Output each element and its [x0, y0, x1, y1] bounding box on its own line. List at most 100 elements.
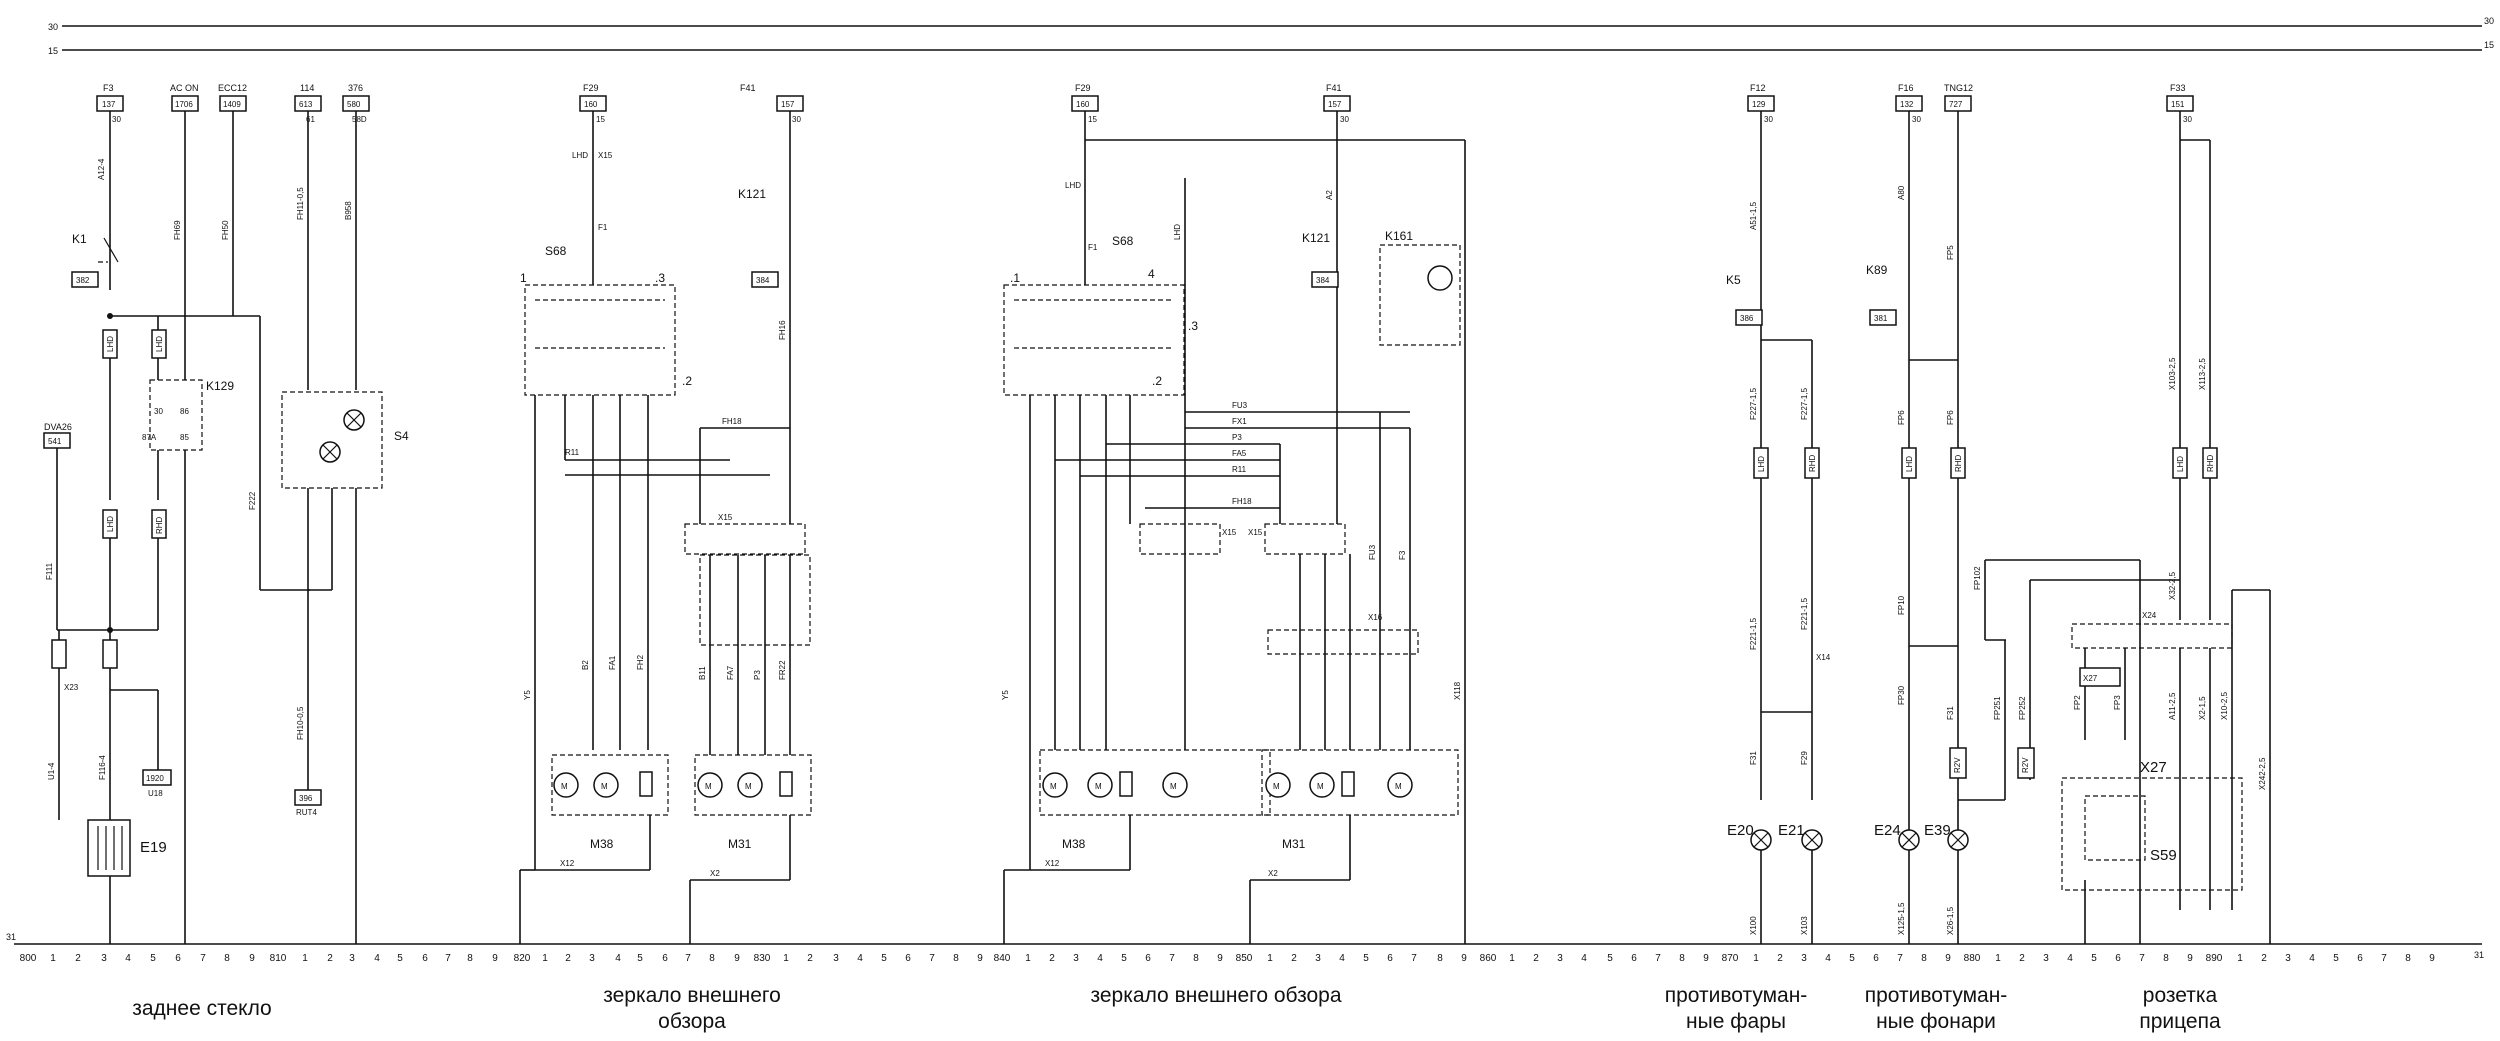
m31a-name: M31: [728, 837, 752, 851]
ruler-mark: 7: [1169, 953, 1175, 964]
wire-fu3-1: FU3: [1232, 401, 1248, 410]
wire-x103: X103: [1800, 916, 1809, 935]
wire-x242: X242-2,5: [2258, 757, 2267, 790]
wire-x103-2: X103-2,5: [2168, 357, 2177, 390]
svg-text:M: M: [745, 782, 752, 791]
ruler-mark: 840: [994, 953, 1011, 964]
fuse-f29b-num: 160: [1076, 100, 1090, 109]
ruler-mark: 8: [2163, 953, 2169, 964]
caption-mirror-1-line1: зеркало внешнего: [603, 984, 781, 1007]
wire-fh2-1: FH2: [636, 654, 645, 670]
svg-text:30: 30: [154, 407, 163, 416]
ruler-mark: 5: [2333, 953, 2339, 964]
ruler-mark: 3: [1073, 953, 1079, 964]
ruler-mark: 5: [1849, 953, 1855, 964]
wire-x113: X113-2,5: [2198, 358, 2207, 390]
wire-fa7-1: FA7: [726, 665, 735, 680]
wire-fx1-1: FX1: [1232, 417, 1247, 426]
wire-fp3: FP3: [2113, 695, 2122, 710]
k5-name: K5: [1726, 273, 1741, 287]
wire-x12-2: X12: [1045, 859, 1060, 868]
k121b-ref: 384: [1316, 276, 1330, 285]
ruler-mark: 4: [615, 953, 621, 964]
ruler-mark: 3: [101, 953, 107, 964]
ruler-mark: 830: [754, 953, 771, 964]
x27-name: X27: [2140, 759, 2167, 776]
svg-text:85: 85: [180, 433, 189, 442]
ruler-mark: 8: [2405, 953, 2411, 964]
wire-x12-1: X12: [560, 859, 575, 868]
bus-15: 15 15: [48, 40, 2494, 56]
u18-name: U18: [148, 789, 163, 798]
ruler-mark: 5: [881, 953, 887, 964]
wire-x23: X23: [64, 683, 79, 692]
ruler-mark: 1: [50, 953, 56, 964]
fuse-f29b-name: F29: [1075, 83, 1091, 93]
ruler-mark: 5: [2091, 953, 2097, 964]
k5-ref: 386: [1740, 314, 1754, 323]
wire-x2-2: X2: [1268, 869, 1278, 878]
ruler-mark: 6: [422, 953, 428, 964]
rut4-ref: 396: [299, 794, 313, 803]
ruler-mark: 9: [249, 953, 255, 964]
wire-x125: X125-1,5: [1897, 902, 1906, 935]
bus-30-label-right: 30: [2484, 16, 2494, 26]
wire-f227-1: F227-1,5: [1749, 387, 1758, 420]
svg-text:M: M: [1317, 782, 1324, 791]
wire-x32: X32-2,5: [2168, 571, 2177, 600]
wire-f3-2: F3: [1398, 550, 1407, 560]
wire-x14: X14: [1816, 653, 1831, 662]
ruler-mark: 5: [397, 953, 403, 964]
k121b-name: K121: [1302, 231, 1330, 245]
ruler-mark: 2: [1291, 953, 1297, 964]
ruler-mark: 1: [783, 953, 789, 964]
wire-r2v-2: R2V: [2021, 757, 2030, 773]
svg-text:M: M: [1095, 782, 1102, 791]
wire-b11-1: B11: [698, 666, 707, 680]
ruler-mark: 9: [1461, 953, 1467, 964]
ruler-mark: 4: [1581, 953, 1587, 964]
ruler-mark: 7: [1411, 953, 1417, 964]
wire-lhd-7: LHD: [1757, 456, 1766, 472]
bus-31-label-left: 31: [6, 932, 16, 942]
s59-name: S59: [2150, 847, 2177, 864]
wire-fr22-1: FR22: [778, 660, 787, 680]
e20-name: E20: [1727, 822, 1754, 839]
ruler-mark: 8: [1437, 953, 1443, 964]
ruler-mark: 4: [2309, 953, 2315, 964]
wire-fh11: FH11-0,5: [296, 187, 305, 220]
svg-text:4: 4: [1148, 267, 1155, 281]
wire-x100: X100: [1749, 916, 1758, 935]
section-trailer: F33 151 30 X103-2,5 X113-2,5 LHD RHD X32…: [2030, 83, 2271, 944]
wire-fp30: FP30: [1897, 685, 1906, 705]
wire-fp6-2: FP6: [1946, 410, 1955, 425]
wire-lhd-5: LHD: [1065, 181, 1081, 190]
fuse-acon-num: 1706: [175, 100, 193, 109]
wire-lhd-6: LHD: [1173, 224, 1182, 240]
ruler-mark: 3: [2285, 953, 2291, 964]
ruler-mark: 860: [1480, 953, 1497, 964]
section-mirror-2: F29 160 15 LHD F1 S68 .3 .2 .1 4 LHD FU3…: [1001, 83, 1466, 944]
wire-a2-1: A2: [1325, 190, 1334, 200]
wire-x2-1-5: X2-1,5: [2198, 696, 2207, 720]
wire-fp251: FP251: [1993, 696, 2002, 720]
ruler-mark: 4: [2067, 953, 2073, 964]
ruler-mark: 890: [2206, 953, 2223, 964]
wire-a80: A80: [1897, 185, 1906, 200]
wire-x2-1: X2: [710, 869, 720, 878]
wire-fu3-2: FU3: [1368, 544, 1377, 560]
fuse-ecc12-num: 1409: [223, 100, 241, 109]
svg-text:M: M: [561, 782, 568, 791]
k121a-name: K121: [738, 187, 766, 201]
ruler-mark: 7: [2381, 953, 2387, 964]
k1-name: K1: [72, 232, 87, 246]
k1-ref: 382: [76, 276, 90, 285]
ruler-mark: 880: [1964, 953, 1981, 964]
fuse-tng12-name: TNG12: [1944, 83, 1973, 93]
wire-fa1-1: FA1: [608, 655, 617, 670]
wire-lhd-4: LHD: [572, 151, 588, 160]
ruler-mark: 9: [977, 953, 983, 964]
wire-a5: A51-1,5: [1749, 201, 1758, 230]
